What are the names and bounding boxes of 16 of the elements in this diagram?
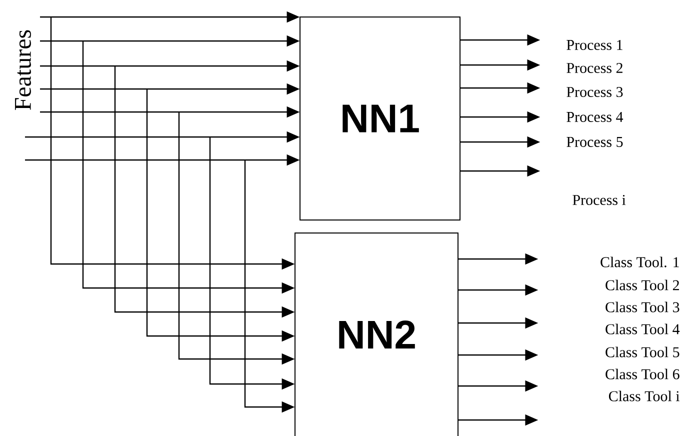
output-label: Class Tool 4	[606, 324, 680, 334]
output-label: Process 3	[566, 86, 623, 98]
output-label: Class Tool 5	[606, 346, 680, 358]
output-label: Class Tool 3	[606, 302, 680, 312]
output-label: Process 2	[566, 62, 622, 74]
output-label: Class Tool i	[608, 390, 680, 402]
output-label: Process 5	[566, 137, 623, 147]
network-box: NN2	[294, 232, 458, 436]
axis-label: Features	[15, 30, 31, 110]
output-label: Process i	[572, 194, 626, 206]
output-label: Class Tool 2	[606, 280, 679, 290]
output-label: Process 4	[566, 112, 624, 122]
network-box: NN1	[300, 16, 460, 220]
output-label: Class Tool 6	[606, 368, 680, 380]
output-label: Process 1	[566, 40, 622, 50]
output-label: Class Tool. 1	[600, 256, 679, 268]
